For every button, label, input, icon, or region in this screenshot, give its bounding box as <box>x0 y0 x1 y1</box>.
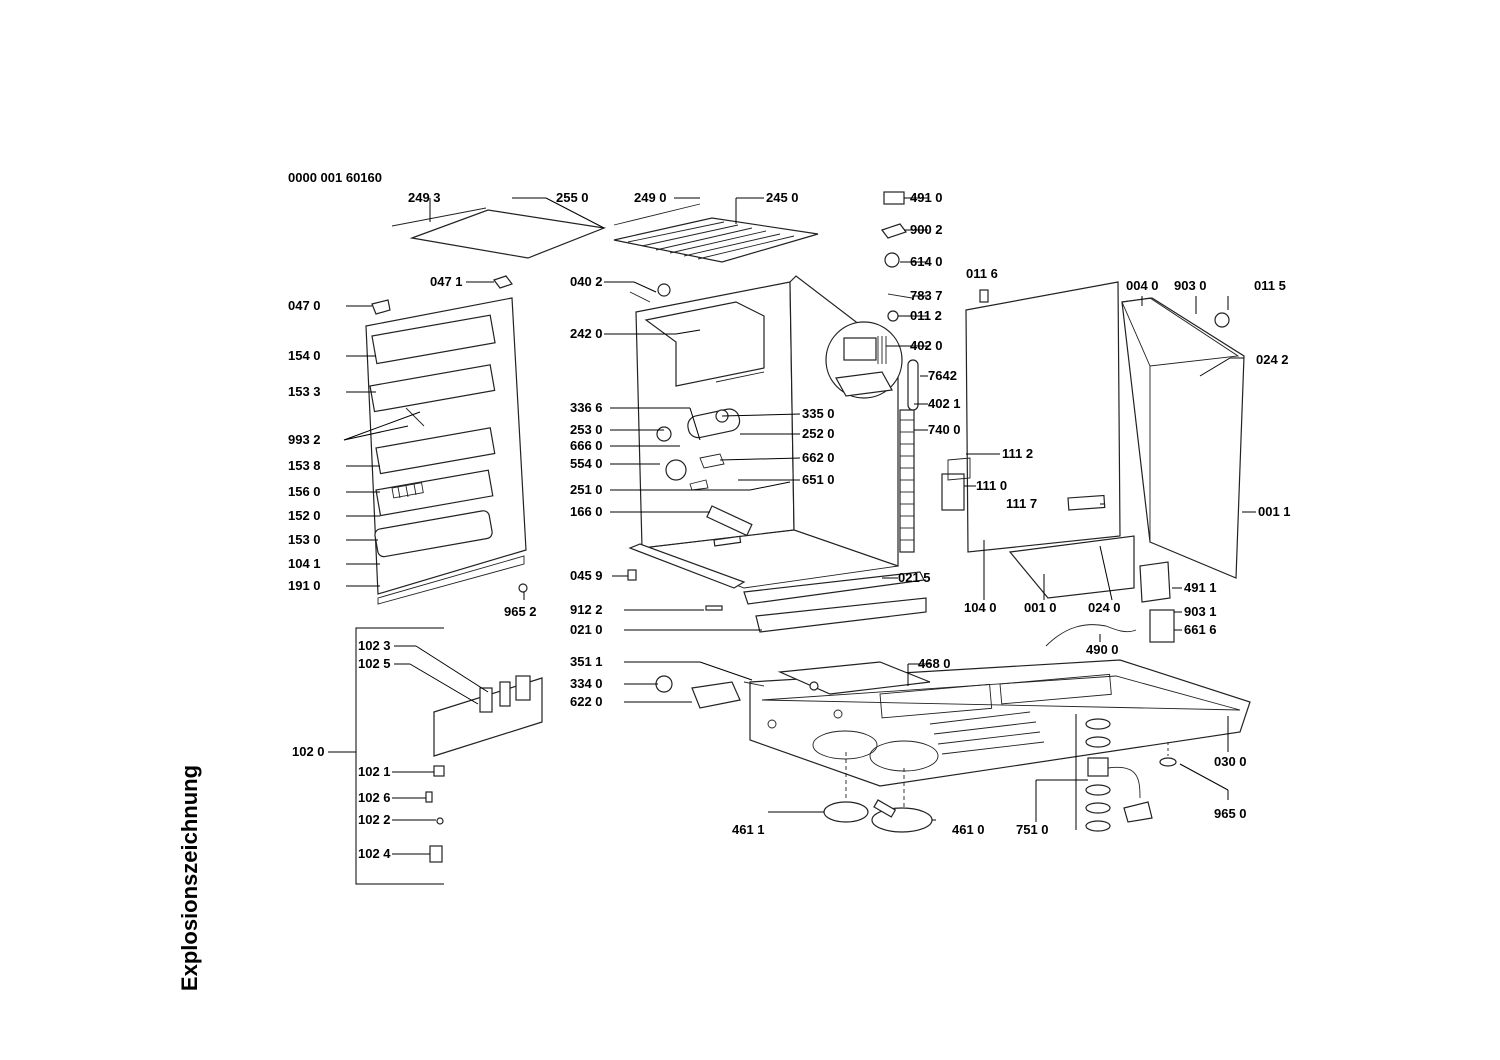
label-191-0: 191 0 <box>288 578 321 593</box>
label-001-0: 001 0 <box>1024 600 1057 615</box>
label-011-5: 011 5 <box>1254 278 1286 293</box>
label-047-1: 047 1 <box>430 274 463 289</box>
label-154-0: 154 0 <box>288 348 321 363</box>
label-156-0: 156 0 <box>288 484 321 499</box>
label-102-2: 102 2 <box>358 812 391 827</box>
label-153-8: 153 8 <box>288 458 321 473</box>
label-965-2: 965 2 <box>504 604 537 619</box>
label-622-0: 622 0 <box>570 694 603 709</box>
part-labels: 0000 001 60160 249 3 255 0 249 0 245 0 4… <box>288 170 1291 861</box>
label-045-9: 045 9 <box>570 568 603 583</box>
label-111-0: 111 0 <box>976 478 1007 493</box>
label-111-2: 111 2 <box>1002 446 1033 461</box>
label-249-0: 249 0 <box>634 190 667 205</box>
label-614-0: 614 0 <box>910 254 943 269</box>
label-102-6: 102 6 <box>358 790 391 805</box>
label-102-1: 102 1 <box>358 764 391 779</box>
thermostat-detail <box>825 321 903 399</box>
label-490-0: 490 0 <box>1086 642 1119 657</box>
label-102-5: 102 5 <box>358 656 391 671</box>
label-461-1: 461 1 <box>732 822 765 837</box>
label-021-0: 021 0 <box>570 622 603 637</box>
label-334-0: 334 0 <box>570 676 603 691</box>
title-text: Explosionszeichnung <box>177 764 202 991</box>
label-751-0: 751 0 <box>1016 822 1049 837</box>
label-111-7: 111 7 <box>1006 496 1037 511</box>
label-024-0: 024 0 <box>1088 600 1121 615</box>
base-plate <box>749 659 1251 787</box>
label-468-0: 468 0 <box>918 656 951 671</box>
label-040-2: 040 2 <box>570 274 603 289</box>
label-001-1: 001 1 <box>1258 504 1291 519</box>
label-245-0: 245 0 <box>766 190 799 205</box>
label-402-1: 402 1 <box>928 396 961 411</box>
label-102-0: 102 0 <box>292 744 325 759</box>
label-965-0: 965 0 <box>1214 806 1247 821</box>
label-662-0: 662 0 <box>802 450 835 465</box>
label-011-2: 011 2 <box>910 308 942 323</box>
label-554-0: 554 0 <box>570 456 603 471</box>
label-491-0: 491 0 <box>910 190 943 205</box>
label-021-5: 021 5 <box>898 570 931 585</box>
top-shelves <box>391 203 819 263</box>
label-152-0: 152 0 <box>288 508 321 523</box>
label-903-0: 903 0 <box>1174 278 1207 293</box>
control-box <box>355 627 543 885</box>
label-004-0: 004 0 <box>1126 278 1159 293</box>
label-903-1: 903 1 <box>1184 604 1217 619</box>
label-661-6: 661 6 <box>1184 622 1217 637</box>
label-402-0: 402 0 <box>910 338 943 353</box>
label-651-0: 651 0 <box>802 472 835 487</box>
label-047-0: 047 0 <box>288 298 321 313</box>
front-rails <box>627 569 927 633</box>
label-351-1: 351 1 <box>570 654 603 669</box>
label-7642: 7642 <box>928 368 957 383</box>
label-153-3: 153 3 <box>288 384 321 399</box>
label-104-0: 104 0 <box>964 600 997 615</box>
label-912-2: 912 2 <box>570 602 603 617</box>
label-993-2: 993 2 <box>288 432 321 447</box>
outer-housing <box>941 281 1245 647</box>
label-740-0: 740 0 <box>928 422 961 437</box>
label-104-1: 104 1 <box>288 556 321 571</box>
label-102-4: 102 4 <box>358 846 391 861</box>
label-666-0: 666 0 <box>570 438 603 453</box>
label-253-0: 253 0 <box>570 422 603 437</box>
vertical-title: Explosionszeichnung <box>160 735 220 1020</box>
evaporator-coil <box>899 359 919 553</box>
drawing-number: 0000 001 60160 <box>288 170 382 185</box>
label-102-3: 102 3 <box>358 638 391 653</box>
label-166-0: 166 0 <box>570 504 603 519</box>
label-783-7: 783 7 <box>910 288 943 303</box>
label-336-6: 336 6 <box>570 400 603 415</box>
feet-and-fan <box>823 718 1177 833</box>
label-335-0: 335 0 <box>802 406 835 421</box>
leader-lines <box>328 197 1256 855</box>
label-900-2: 900 2 <box>910 222 943 237</box>
label-461-0: 461 0 <box>952 822 985 837</box>
door-assembly <box>365 275 528 605</box>
label-491-1: 491 1 <box>1184 580 1217 595</box>
label-252-0: 252 0 <box>802 426 835 441</box>
label-024-2: 024 2 <box>1256 352 1289 367</box>
label-251-0: 251 0 <box>570 482 603 497</box>
label-242-0: 242 0 <box>570 326 603 341</box>
label-011-6: 011 6 <box>966 266 998 281</box>
label-255-0: 255 0 <box>556 190 589 205</box>
hinge-parts <box>881 191 989 322</box>
label-153-0: 153 0 <box>288 532 321 547</box>
label-030-0: 030 0 <box>1214 754 1247 769</box>
label-249-3: 249 3 <box>408 190 441 205</box>
